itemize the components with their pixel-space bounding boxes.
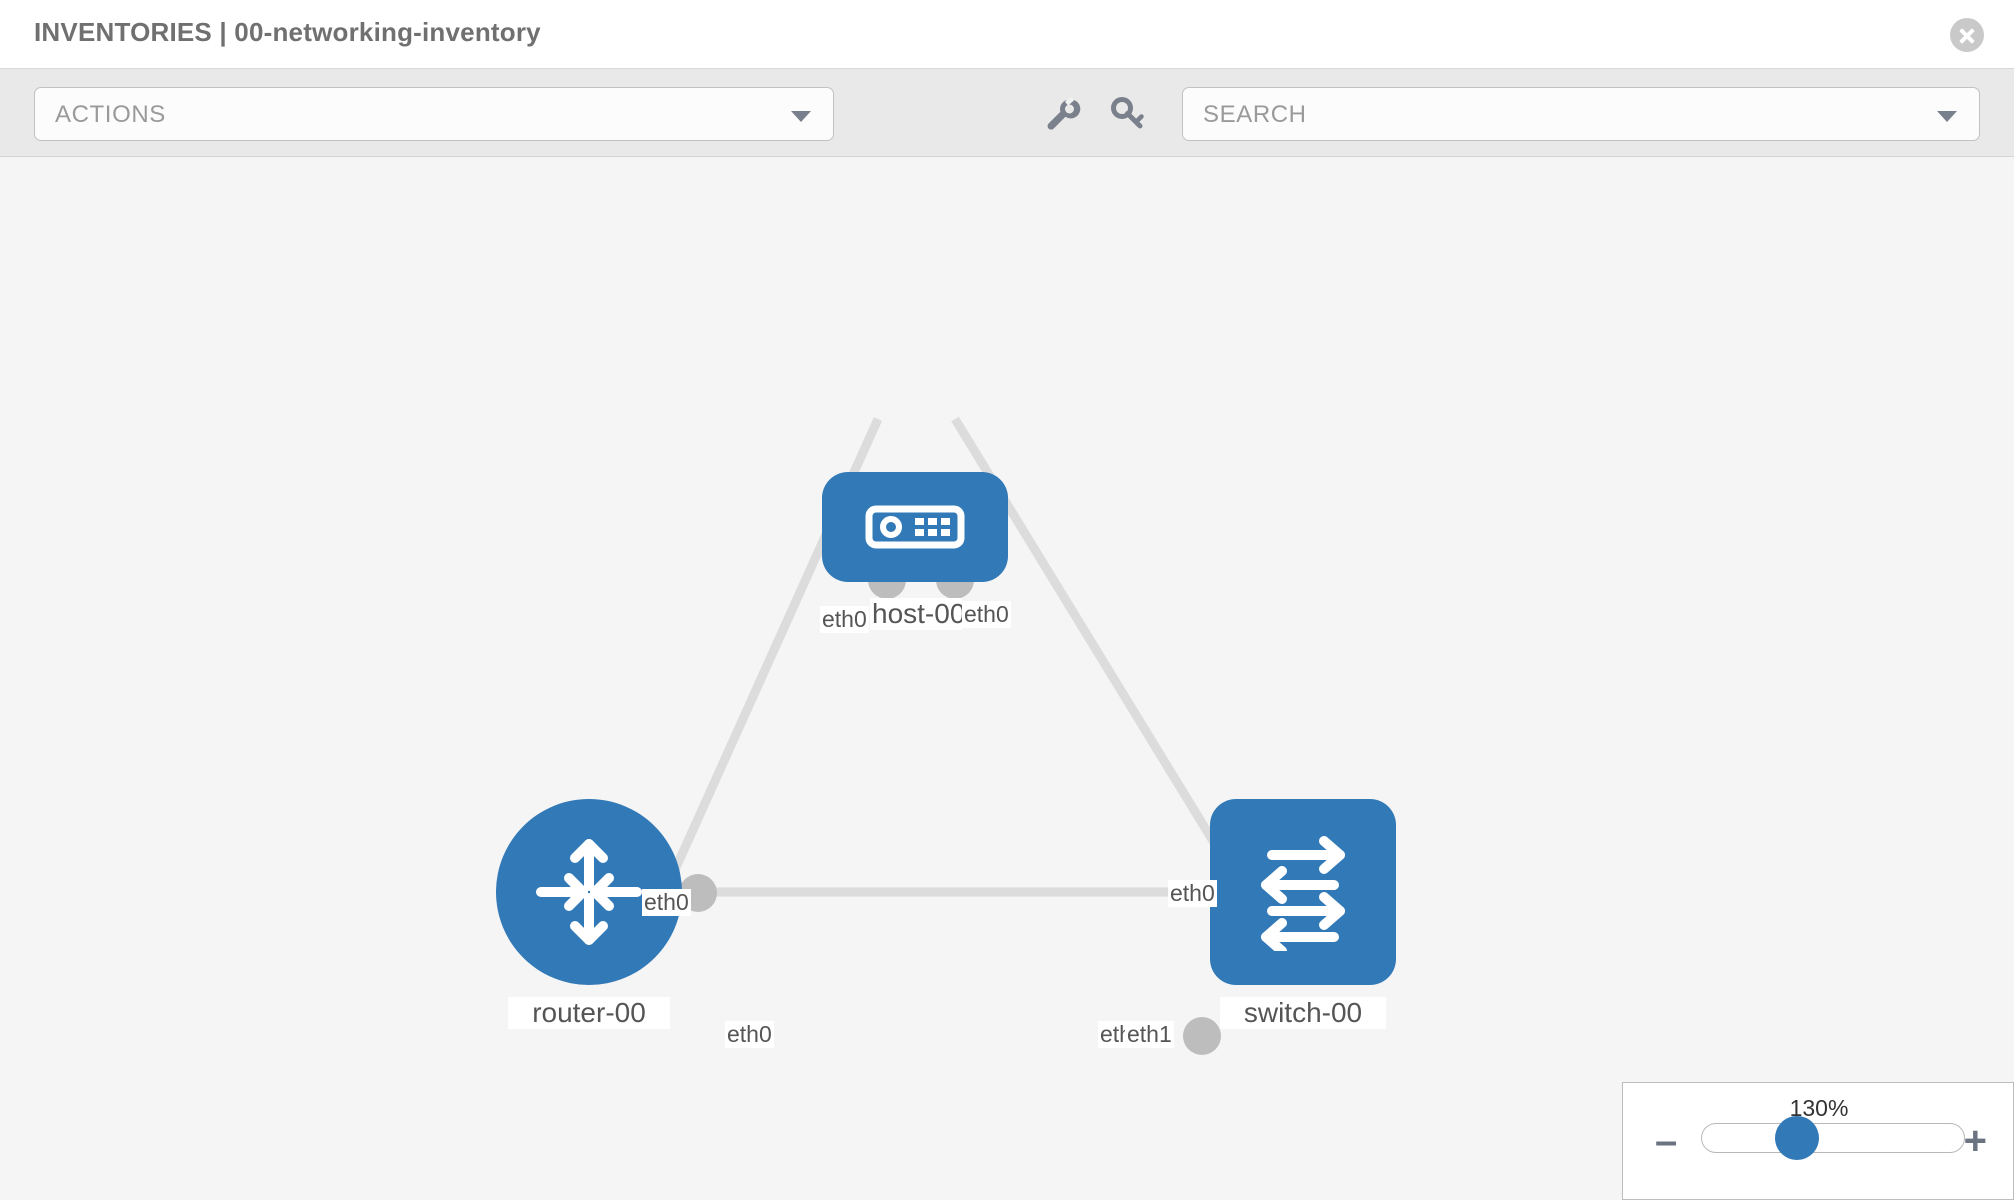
topology-links [660,416,1239,897]
interface-label-switch-left: eth1 [1125,1021,1174,1048]
port-switch-left[interactable] [1183,1017,1221,1055]
node-host-00-label: host-00 [870,598,966,630]
key-icon[interactable] [1104,91,1150,137]
node-switch-00-shape[interactable] [1210,799,1396,985]
search-placeholder: SEARCH [1203,101,1307,128]
actions-dropdown[interactable]: ACTIONS [34,87,834,141]
zoom-level-label: 130% [1789,1095,1849,1121]
interface-label-switch-upper: eth0 [1168,880,1217,907]
topology-canvas[interactable]: host-00 router-00 [0,157,2014,1200]
interface-label-host-left: eth0 [820,606,869,633]
switch-arrows-icon [1261,836,1345,951]
chevron-down-icon [791,111,811,122]
node-router-00-label: router-00 [508,997,670,1029]
close-icon[interactable] [1950,18,1984,52]
node-switch-00-label: switch-00 [1220,997,1386,1029]
node-host-00-shape[interactable] [822,472,1008,582]
interface-label-host-right: eth0 [962,601,1011,628]
zoom-slider-thumb[interactable] [1775,1116,1819,1160]
chevron-down-icon [1937,111,1957,122]
actions-dropdown-label: ACTIONS [55,101,166,128]
page-title: INVENTORIES | 00-networking-inventory [34,17,541,47]
server-device-icon [865,505,965,549]
router-arrows-icon [536,839,642,945]
zoom-control-panel: 130% – + [1622,1082,2014,1200]
toolbar: ACTIONS SEARCH [0,69,2014,157]
zoom-out-button[interactable]: – [1655,1119,1678,1163]
zoom-in-button[interactable]: + [1963,1119,1987,1163]
window-header: INVENTORIES | 00-networking-inventory [0,0,2014,69]
zoom-slider-track[interactable] [1701,1123,1965,1153]
search-input[interactable]: SEARCH [1182,87,1980,141]
interface-label-router-upper: eth0 [642,889,691,916]
interface-label-router-right: eth0 [725,1021,774,1048]
wrench-icon[interactable] [1038,91,1084,137]
